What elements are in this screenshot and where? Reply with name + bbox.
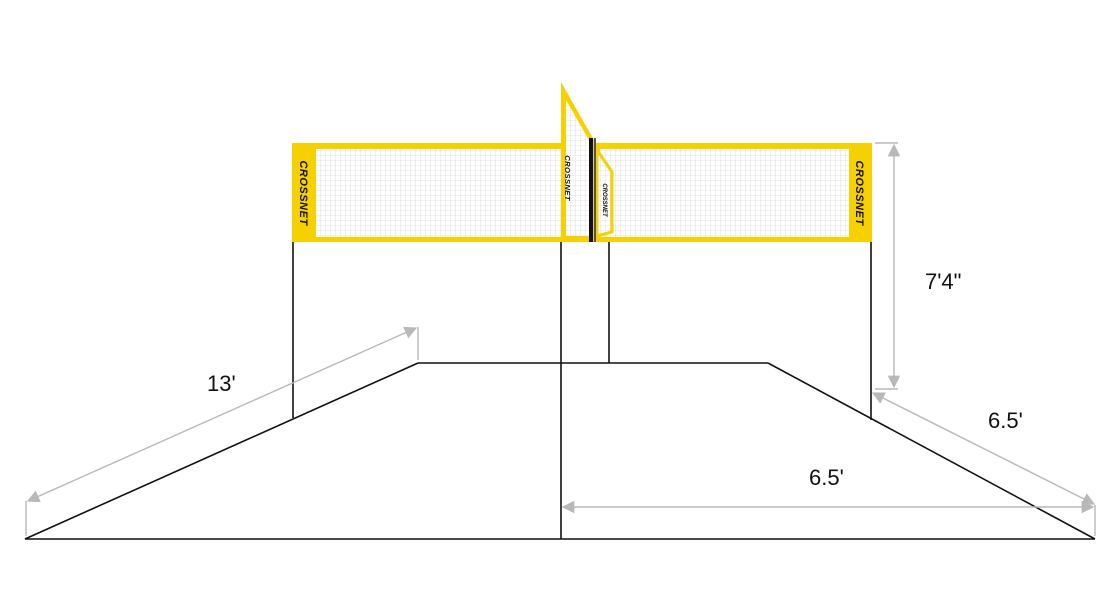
- cross-net-far-mesh: [598, 152, 611, 235]
- net-mesh-left: [316, 149, 562, 237]
- court-right-edge: [767, 362, 1096, 540]
- dim-diagonal-half: [871, 392, 1096, 505]
- brand-label-far: CROSSNET: [601, 183, 607, 218]
- poles: [292, 241, 872, 539]
- net-mesh-right: [600, 149, 849, 237]
- brand-label-left: CROSSNET: [297, 160, 309, 226]
- label-side-length: 13': [207, 371, 236, 396]
- brand-label-right: CROSSNET: [853, 160, 865, 226]
- brand-label-center: CROSSNET: [563, 155, 572, 201]
- court-outline: [24, 362, 1096, 540]
- dim-side-length: [26, 326, 418, 503]
- label-diagonal-half: 6.5': [988, 408, 1023, 433]
- dimension-lines: [25, 142, 1096, 536]
- label-base-half: 6.5': [809, 465, 844, 490]
- center-net-post-dark: [589, 138, 593, 242]
- label-net-height: 7'4": [925, 269, 961, 294]
- center-net-post-light: [594, 138, 596, 242]
- cross-net: [561, 82, 614, 242]
- cross-net-mesh: [566, 100, 589, 236]
